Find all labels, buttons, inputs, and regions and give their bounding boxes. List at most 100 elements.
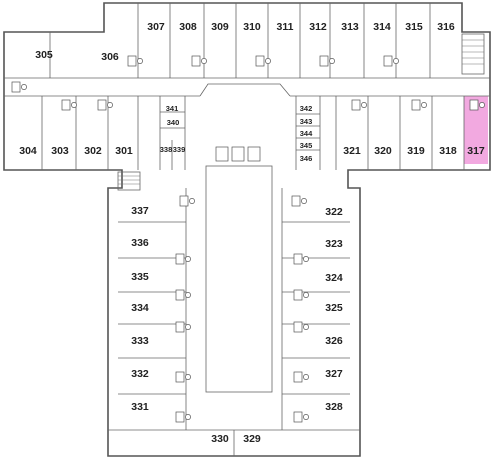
room-327[interactable]: 327 xyxy=(325,368,343,380)
sink-icon xyxy=(137,58,143,64)
room-343[interactable]: 343 xyxy=(300,117,313,126)
toilet-icon xyxy=(293,411,303,423)
toilet-icon xyxy=(191,55,201,67)
sink-icon xyxy=(185,292,191,298)
sink-icon xyxy=(303,292,309,298)
sink-icon xyxy=(21,84,27,90)
room-306[interactable]: 306 xyxy=(101,51,119,63)
room-313[interactable]: 313 xyxy=(341,21,359,33)
toilet-icon xyxy=(293,321,303,333)
sink-icon xyxy=(303,414,309,420)
room-310[interactable]: 310 xyxy=(243,21,261,33)
toilet-icon xyxy=(293,253,303,265)
room-346[interactable]: 346 xyxy=(300,154,313,163)
sink-icon xyxy=(303,374,309,380)
room-319[interactable]: 319 xyxy=(407,145,425,157)
room-311[interactable]: 311 xyxy=(277,21,294,33)
room-316[interactable]: 316 xyxy=(437,21,455,33)
room-304[interactable]: 304 xyxy=(19,145,37,157)
bathroom-fixtures xyxy=(11,55,485,423)
room-308[interactable]: 308 xyxy=(179,21,197,33)
room-328[interactable]: 328 xyxy=(325,401,343,413)
toilet-icon xyxy=(255,55,265,67)
toilet-icon xyxy=(61,99,71,111)
room-301[interactable]: 301 xyxy=(115,145,133,157)
sink-icon xyxy=(185,256,191,262)
toilet-icon xyxy=(11,81,21,93)
room-331[interactable]: 331 xyxy=(131,401,149,413)
room-302[interactable]: 302 xyxy=(84,145,102,157)
room-345[interactable]: 345 xyxy=(300,141,313,150)
room-323[interactable]: 323 xyxy=(325,238,343,250)
toilet-icon xyxy=(175,371,185,383)
stairs xyxy=(117,33,485,191)
toilet-icon xyxy=(175,253,185,265)
central-core xyxy=(159,83,321,170)
toilet-icon xyxy=(293,371,303,383)
toilet-icon xyxy=(175,321,185,333)
sink-icon xyxy=(185,374,191,380)
room-315[interactable]: 315 xyxy=(405,21,423,33)
room-340[interactable]: 340 xyxy=(167,118,180,127)
toilet-icon xyxy=(179,195,189,207)
room-312[interactable]: 312 xyxy=(309,21,327,33)
room-303[interactable]: 303 xyxy=(51,145,69,157)
toilet-icon xyxy=(411,99,421,111)
room-322[interactable]: 322 xyxy=(325,206,343,218)
south-east-dividers xyxy=(282,221,350,395)
sink-icon xyxy=(393,58,399,64)
room-309[interactable]: 309 xyxy=(211,21,229,33)
west-wing-dividers xyxy=(41,32,139,170)
room-labels: 307 308 309 310 311 312 313 314 315 316 … xyxy=(19,21,485,445)
south-wing xyxy=(108,165,360,456)
room-332[interactable]: 332 xyxy=(131,368,149,380)
room-342[interactable]: 342 xyxy=(300,104,313,113)
room-305[interactable]: 305 xyxy=(35,49,53,61)
sink-icon xyxy=(107,102,113,108)
sink-icon xyxy=(185,414,191,420)
toilet-icon xyxy=(319,55,329,67)
room-344[interactable]: 344 xyxy=(300,129,313,138)
sink-icon xyxy=(329,58,335,64)
outer-wall xyxy=(3,2,491,457)
room-336[interactable]: 336 xyxy=(131,237,149,249)
room-324[interactable]: 324 xyxy=(325,272,343,284)
south-west-dividers xyxy=(118,221,186,395)
room-326[interactable]: 326 xyxy=(325,335,343,347)
room-314[interactable]: 314 xyxy=(373,21,391,33)
toilet-icon xyxy=(383,55,393,67)
room-338[interactable]: 338 xyxy=(160,145,173,154)
sink-icon xyxy=(301,198,307,204)
room-341[interactable]: 341 xyxy=(166,104,179,113)
room-318[interactable]: 318 xyxy=(439,145,457,157)
toilet-icon xyxy=(351,99,361,111)
toilet-icon xyxy=(175,411,185,423)
sink-icon xyxy=(303,256,309,262)
toilet-icon xyxy=(293,289,303,301)
room-325[interactable]: 325 xyxy=(325,302,343,314)
room-339[interactable]: 339 xyxy=(173,145,186,154)
room-337[interactable]: 337 xyxy=(131,205,149,217)
room-334[interactable]: 334 xyxy=(131,302,149,314)
room-330[interactable]: 330 xyxy=(211,433,229,445)
room-317[interactable]: 317 xyxy=(467,145,485,157)
toilet-icon xyxy=(175,289,185,301)
top-row-dividers xyxy=(137,3,431,78)
sink-icon xyxy=(189,198,195,204)
room-329[interactable]: 329 xyxy=(243,433,261,445)
sink-icon xyxy=(303,324,309,330)
sink-icon xyxy=(479,102,485,108)
east-wing-dividers xyxy=(335,96,465,170)
room-335[interactable]: 335 xyxy=(131,271,149,283)
toilet-icon xyxy=(97,99,107,111)
sink-icon xyxy=(421,102,427,108)
sink-icon xyxy=(185,324,191,330)
room-333[interactable]: 333 xyxy=(131,335,149,347)
room-321[interactable]: 321 xyxy=(343,145,361,157)
sink-icon xyxy=(201,58,207,64)
room-307[interactable]: 307 xyxy=(147,21,165,33)
room-320[interactable]: 320 xyxy=(374,145,392,157)
toilet-icon xyxy=(469,99,479,111)
sink-icon xyxy=(265,58,271,64)
